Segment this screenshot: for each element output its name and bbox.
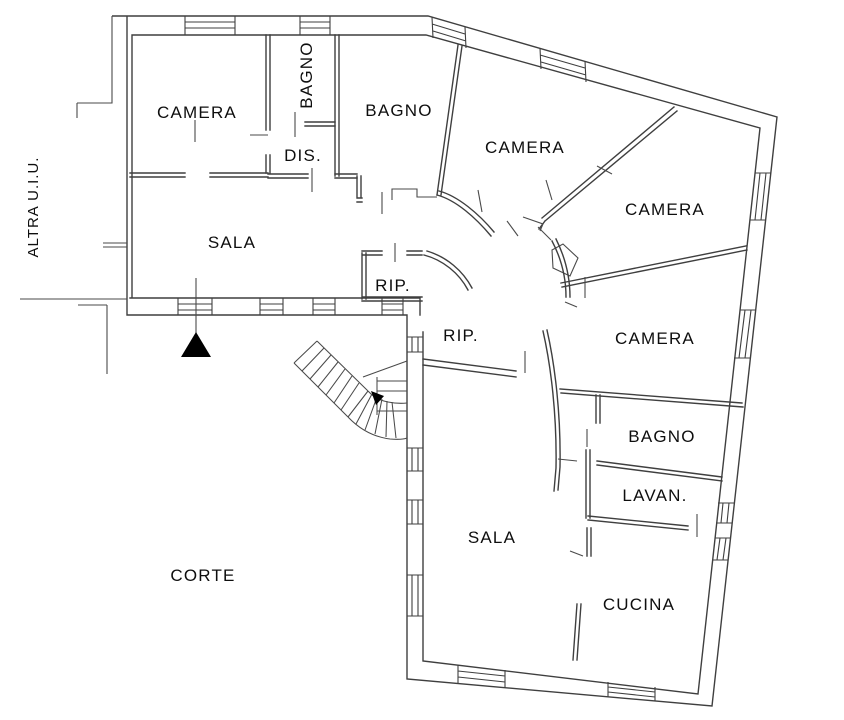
room-label-camera-e: CAMERA [615,329,695,348]
window [716,502,734,524]
window [259,298,284,315]
room-labels: CAMERA BAGNO DIS. BAGNO CAMERA CAMERA SA… [25,41,705,614]
window [407,447,423,472]
room-label-camera-ne: CAMERA [625,200,705,219]
room-label-lavan: LAVAN. [622,486,687,505]
stair-direction-arrow-icon [371,391,384,405]
room-label-rip-large: RIP. [443,326,479,345]
window [407,574,423,617]
window [712,537,731,561]
window [734,309,756,359]
staircase [293,340,408,440]
outer-wall [112,15,778,707]
window [607,682,656,701]
room-label-sala-nw: SALA [208,233,256,252]
room-label-camera-nw: CAMERA [157,103,237,122]
room-label-dis: DIS. [284,146,322,165]
room-label-cucina: CUCINA [603,595,675,614]
window [431,16,467,49]
window [381,298,404,315]
entrance-arrow-icon [181,332,211,357]
room-label-bagno-top: BAGNO [365,101,432,120]
boundary-lines [20,16,127,374]
door-marks [194,112,698,557]
courtyard-label: CORTE [170,566,235,585]
inner-wall [129,34,761,695]
partitions-east [557,388,744,661]
window [177,298,213,315]
window [457,665,506,688]
window [539,47,587,83]
room-label-bagno-strip: BAGNO [297,41,316,108]
window [407,499,423,525]
room-label-rip-small: RIP. [375,276,411,295]
room-label-bagno-e: BAGNO [628,427,695,446]
window [299,16,331,35]
room-label-camera-top: CAMERA [485,138,565,157]
window [312,298,336,315]
window [750,172,771,221]
window [407,336,423,353]
room-label-sala-s: SALA [468,528,516,547]
adjacent-unit-label: ALTRA U.I.U. [25,157,42,258]
partitions-centre [361,216,561,492]
window [184,16,236,35]
partitions-northwest [129,34,495,237]
entrance-marker [181,278,211,357]
windows [177,16,771,701]
